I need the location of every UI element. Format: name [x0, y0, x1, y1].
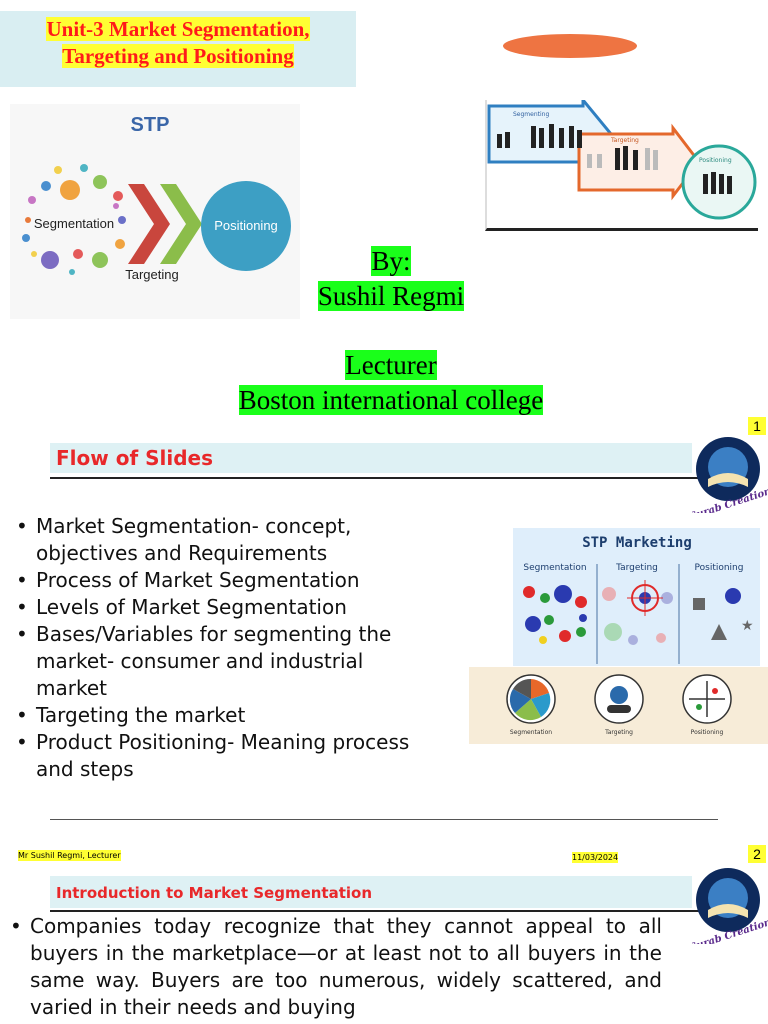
institution-name: Boston international college — [238, 385, 544, 415]
stp-heading: STP — [131, 114, 170, 136]
icons-label-targeting: Targeting — [604, 729, 633, 736]
section-heading-bar: Introduction to Market Segmentation — [50, 876, 692, 908]
intro-paragraph: Companies today recognize that they cann… — [8, 913, 662, 1021]
footer-author: Mr Sushil Regmi, Lecturer — [18, 850, 121, 861]
people-silhouettes — [497, 124, 732, 194]
icons-label-segmentation: Segmentation — [510, 729, 552, 736]
positioning-label: Positioning — [214, 218, 278, 233]
section-heading: Introduction to Market Segmentation — [56, 884, 373, 902]
star-icon: ★ — [741, 618, 754, 634]
author-row: Sushil Regmi — [0, 279, 768, 313]
heading-divider — [50, 910, 700, 912]
targeting-label: Targeting — [125, 267, 178, 282]
slide-number: 1 — [748, 417, 766, 435]
triangle-icon — [711, 624, 727, 640]
role-row: Lecturer — [0, 348, 768, 382]
list-item: Product Positioning- Meaning process and… — [14, 729, 414, 783]
stp-diagram: STP Segmentation Targeting Positioning — [10, 104, 300, 319]
stp-icons-image: Segmentation Targeting Positioning — [469, 667, 768, 744]
stp-col-positioning: Positioning — [695, 563, 744, 573]
stp-diagram-graphic: STP Segmentation Targeting Positioning — [22, 114, 291, 282]
slide-title-line-1: Unit-3 Market Segmentation, — [46, 17, 310, 41]
slide-title: Unit-3 Market Segmentation, Targeting an… — [0, 16, 356, 70]
positioning-circle — [201, 181, 291, 271]
list-item: Levels of Market Segmentation — [14, 594, 414, 621]
by-label: By: — [371, 246, 411, 276]
flow-positioning-label: Positioning — [699, 157, 732, 164]
stp-marketing-graphic: STP Marketing Segmentation Targeting Pos… — [523, 535, 754, 664]
flow-targeting-label: Targeting — [610, 137, 639, 144]
stp-flow-image: Segmenting Targeting Positioning — [485, 95, 758, 231]
slide-title-line-2: Targeting and Positioning — [62, 44, 294, 68]
list-item: Process of Market Segmentation — [14, 567, 414, 594]
decorative-oval — [503, 34, 637, 58]
segmenting-label: Segmenting — [513, 111, 549, 118]
by-label-row: By: — [0, 244, 768, 278]
slide-number: 2 — [748, 845, 766, 863]
book-icon — [708, 473, 748, 487]
targeting-chevron — [160, 184, 202, 264]
author-name: Sushil Regmi — [317, 281, 465, 311]
intro-paragraph-list: Companies today recognize that they cann… — [8, 913, 662, 1021]
stp-icons-graphic: Segmentation Targeting Positioning — [506, 674, 732, 736]
list-item: Targeting the market — [14, 702, 414, 729]
square-icon — [693, 598, 705, 610]
heading-divider — [50, 477, 700, 479]
logo-graphic: Surab Creation — [688, 437, 768, 523]
footer-date: 11/03/2024 — [572, 852, 619, 863]
slide-bottom-divider — [50, 819, 718, 820]
segmentation-dots — [22, 164, 126, 275]
segmentation-dots-2 — [523, 585, 587, 644]
author-role: Lecturer — [345, 350, 437, 380]
segmentation-chevron — [128, 184, 170, 264]
surab-creation-logo: Surab Creation — [688, 437, 768, 523]
institution-row: Boston international college — [0, 383, 768, 417]
targeting-dots — [602, 587, 673, 645]
icons-label-positioning: Positioning — [691, 729, 724, 736]
book-icon — [708, 904, 748, 918]
surab-creation-logo: Surab Creation — [688, 868, 768, 954]
list-item: Market Segmentation- concept, objectives… — [14, 513, 414, 567]
stp-col-targeting: Targeting — [615, 563, 658, 573]
stp-marketing-image: STP Marketing Segmentation Targeting Pos… — [513, 528, 760, 666]
segmentation-label: Segmentation — [34, 216, 114, 231]
stp-col-segmentation: Segmentation — [523, 563, 586, 573]
section-heading: Flow of Slides — [56, 446, 214, 470]
section-heading-bar: Flow of Slides — [50, 443, 692, 473]
topics-list: Market Segmentation- concept, objectives… — [14, 513, 414, 783]
faded-silhouettes — [587, 148, 658, 170]
logo-graphic: Surab Creation — [688, 868, 768, 954]
stp-marketing-heading: STP Marketing — [582, 535, 692, 551]
stp-flow-graphic: Segmenting Targeting Positioning — [487, 95, 757, 220]
list-item: Bases/Variables for segmenting the marke… — [14, 621, 414, 702]
